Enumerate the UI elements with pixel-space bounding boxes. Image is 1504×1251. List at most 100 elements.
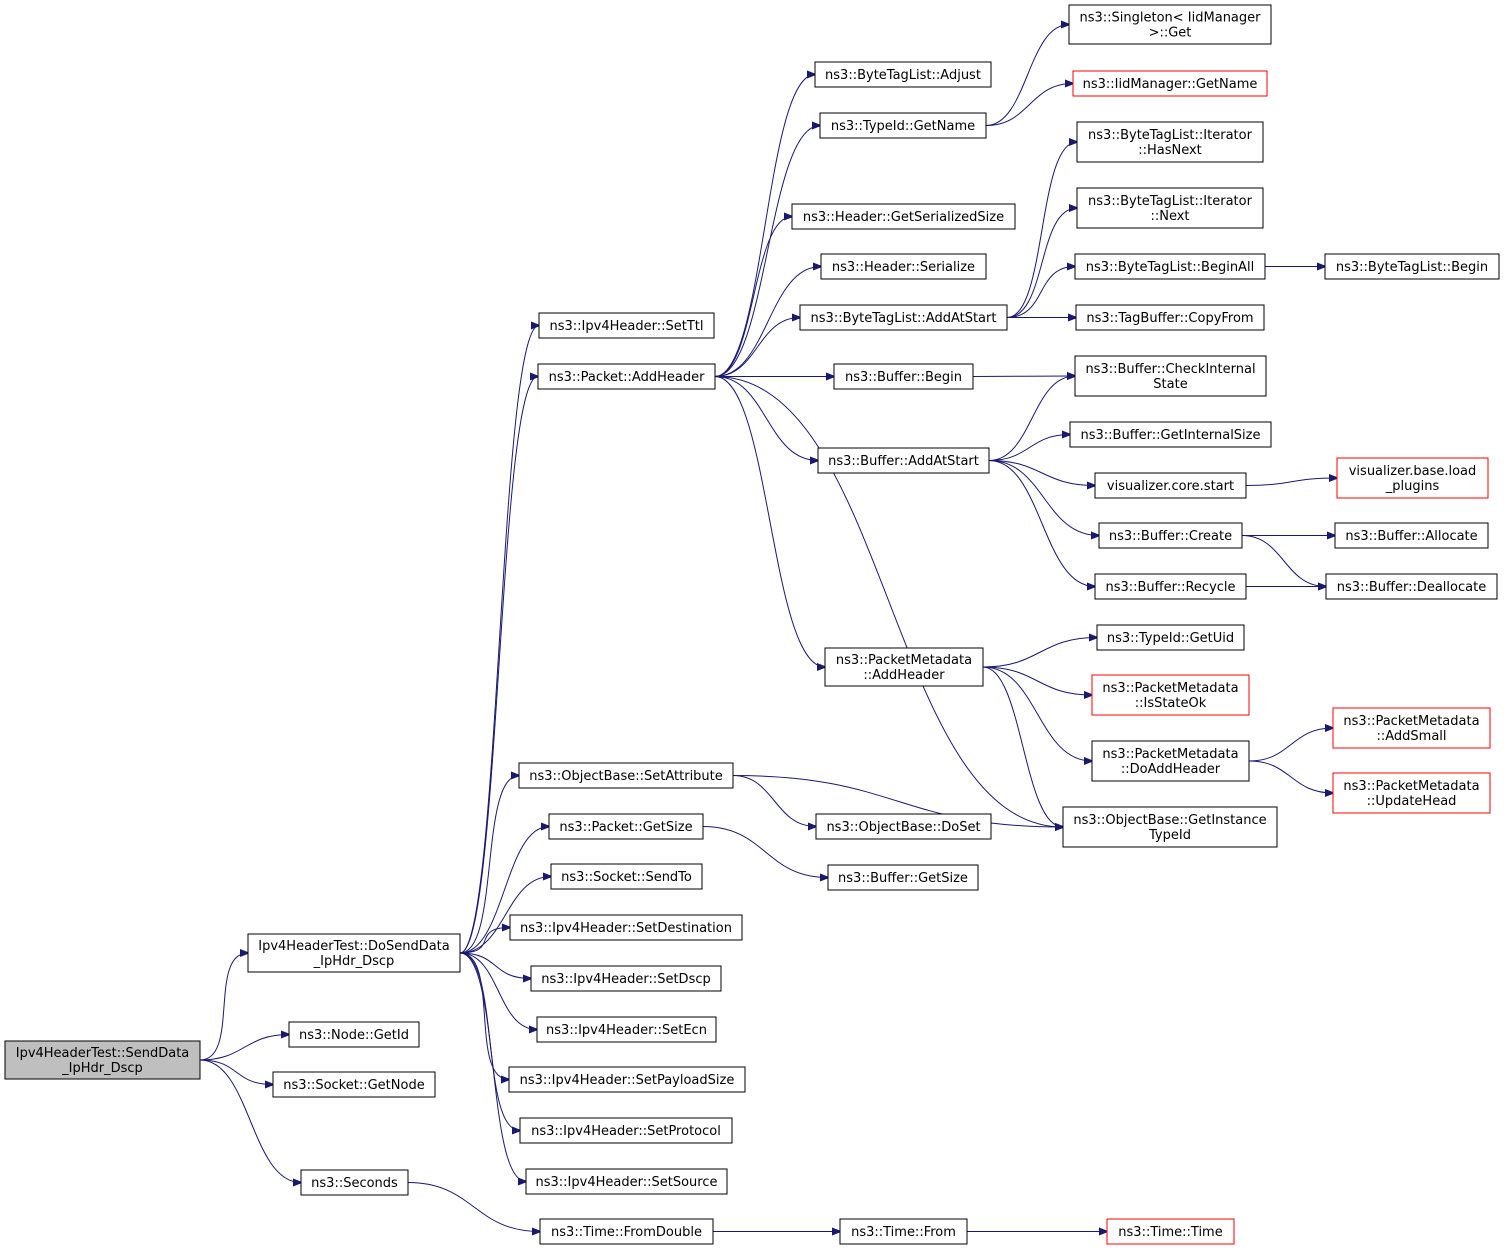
- node-setDscp[interactable]: ns3::Ipv4Header::SetDscp: [530, 965, 722, 992]
- node-btlAdjust[interactable]: ns3::ByteTagList::Adjust: [814, 61, 992, 88]
- edges-layer: [199, 25, 1337, 1232]
- node-box: [1076, 121, 1264, 163]
- edge-doSendData-to-setDestination: [459, 928, 510, 954]
- node-label: ::AddHeader: [863, 668, 945, 683]
- node-doSendData[interactable]: Ipv4HeaderTest::DoSendData_IpHdr_Dscp: [247, 933, 461, 973]
- edge-pmDoAddHeader-to-pmAddSmall: [1248, 728, 1333, 762]
- node-setEcn[interactable]: ns3::Ipv4Header::SetEcn: [536, 1016, 717, 1043]
- node-btlBeginAll[interactable]: ns3::ByteTagList::BeginAll: [1074, 253, 1266, 280]
- node-iterHasNext[interactable]: ns3::ByteTagList::Iterator::HasNext: [1076, 121, 1264, 163]
- node-bufferAddAtStart[interactable]: ns3::Buffer::AddAtStart: [817, 447, 990, 474]
- node-bufferRecycle[interactable]: ns3::Buffer::Recycle: [1094, 573, 1247, 600]
- node-root[interactable]: Ipv4HeaderTest::SendData_IpHdr_Dscp: [4, 1040, 201, 1080]
- node-setPayloadSize[interactable]: ns3::Ipv4Header::SetPayloadSize: [508, 1066, 746, 1093]
- edge-pmAddHeader-to-pmDoAddHeader: [982, 666, 1092, 761]
- node-timeFrom[interactable]: ns3::Time::From: [839, 1218, 968, 1245]
- node-bufferDeallocate[interactable]: ns3::Buffer::Deallocate: [1325, 573, 1498, 600]
- edge-seconds-to-timeFromDouble: [407, 1182, 540, 1232]
- node-headerSerialize[interactable]: ns3::Header::Serialize: [820, 253, 987, 280]
- node-singletonGet[interactable]: ns3::Singleton< IidManager>::Get: [1068, 4, 1272, 45]
- node-seconds[interactable]: ns3::Seconds: [300, 1169, 409, 1196]
- node-label: ns3::PacketMetadata: [1343, 714, 1479, 729]
- node-iterNext[interactable]: ns3::ByteTagList::Iterator::Next: [1076, 187, 1264, 229]
- node-setSource[interactable]: ns3::Ipv4Header::SetSource: [525, 1168, 728, 1195]
- edge-btlAddAtStart-to-iterNext: [1006, 208, 1077, 318]
- node-label: ns3::ByteTagList::Iterator: [1088, 194, 1253, 209]
- node-pmDoAddHeader[interactable]: ns3::PacketMetadata::DoAddHeader: [1091, 740, 1250, 782]
- node-nodeGetId[interactable]: ns3::Node::GetId: [288, 1021, 420, 1048]
- node-bufferAllocate[interactable]: ns3::Buffer::Allocate: [1334, 522, 1489, 549]
- node-box: [509, 914, 743, 941]
- node-label: ns3::ByteTagList::Begin: [1336, 260, 1488, 275]
- node-label: ns3::Node::GetId: [299, 1028, 409, 1043]
- node-pmAddHeader[interactable]: ns3::PacketMetadata::AddHeader: [824, 647, 984, 687]
- node-label: ns3::PacketMetadata: [836, 653, 972, 668]
- node-box: [548, 813, 704, 840]
- node-bufferGetInternalSize[interactable]: ns3::Buffer::GetInternalSize: [1069, 421, 1272, 448]
- node-label: ns3::Packet::GetSize: [559, 820, 692, 835]
- node-label: ns3::ByteTagList::BeginAll: [1086, 260, 1254, 275]
- node-box: [4, 1040, 201, 1080]
- node-socketSendTo[interactable]: ns3::Socket::SendTo: [550, 863, 703, 890]
- edge-doSendData-to-setDscp: [459, 952, 531, 979]
- node-btlBegin[interactable]: ns3::ByteTagList::Begin: [1324, 253, 1500, 280]
- node-box: [1074, 355, 1267, 397]
- node-typeIdGetUid[interactable]: ns3::TypeId::GetUid: [1096, 624, 1245, 651]
- node-box: [300, 1169, 409, 1196]
- edge-pmDoAddHeader-to-pmUpdateHead: [1248, 760, 1333, 793]
- node-pmAddSmall[interactable]: ns3::PacketMetadata::AddSmall: [1332, 707, 1491, 749]
- node-box: [1075, 304, 1265, 331]
- node-setDestination[interactable]: ns3::Ipv4Header::SetDestination: [509, 914, 743, 941]
- node-pmUpdateHead[interactable]: ns3::PacketMetadata::UpdateHead: [1332, 772, 1491, 814]
- node-tagBufferCopyFrom[interactable]: ns3::TagBuffer::CopyFrom: [1075, 304, 1265, 331]
- node-vizCoreStart[interactable]: visualizer.core.start: [1094, 472, 1247, 499]
- node-socketGetNode[interactable]: ns3::Socket::GetNode: [272, 1071, 436, 1098]
- node-label: ns3::Ipv4Header::SetSource: [536, 1175, 718, 1190]
- node-label: ns3::Ipv4Header::SetProtocol: [531, 1124, 721, 1139]
- node-label: State: [1153, 377, 1187, 392]
- node-box: [525, 1168, 728, 1195]
- node-objDoSet[interactable]: ns3::ObjectBase::DoSet: [815, 813, 992, 840]
- node-label: ns3::Header::GetSerializedSize: [803, 210, 1004, 225]
- node-box: [824, 647, 984, 687]
- node-label: ns3::ByteTagList::Iterator: [1088, 128, 1253, 143]
- node-iidGetName[interactable]: ns3::IidManager::GetName: [1072, 70, 1268, 97]
- edge-bufferCreate-to-bufferDeallocate: [1241, 535, 1326, 587]
- edge-packetAddHeader-to-bufferAddAtStart: [714, 376, 818, 461]
- node-label: ::AddSmall: [1376, 729, 1446, 744]
- node-typeIdGetName[interactable]: ns3::TypeId::GetName: [819, 112, 987, 139]
- node-label: ns3::Buffer::Recycle: [1105, 580, 1235, 595]
- node-setProtocol[interactable]: ns3::Ipv4Header::SetProtocol: [519, 1117, 733, 1144]
- node-box: [1324, 253, 1500, 280]
- node-timeFromDouble[interactable]: ns3::Time::FromDouble: [539, 1218, 714, 1245]
- node-vizLoadPlugins[interactable]: visualizer.base.load_plugins: [1336, 457, 1489, 499]
- node-btlAddAtStart[interactable]: ns3::ByteTagList::AddAtStart: [799, 304, 1008, 331]
- node-label: ns3::Time::Time: [1118, 1225, 1222, 1240]
- node-box: [539, 1218, 714, 1245]
- edge-doSendData-to-setEcn: [459, 952, 537, 1030]
- edge-packetAddHeader-to-pmAddHeader: [714, 376, 825, 668]
- node-setTtl[interactable]: ns3::Ipv4Header::SetTtl: [538, 312, 715, 339]
- node-label: ns3::Time::From: [851, 1225, 956, 1240]
- node-bufferCreate[interactable]: ns3::Buffer::Create: [1098, 522, 1243, 549]
- node-label: ns3::ObjectBase::GetInstance: [1073, 813, 1266, 828]
- nodes-layer: Ipv4HeaderTest::SendData_IpHdr_Dscp Ipv4H…: [4, 4, 1500, 1245]
- node-headerGetSerializedSize[interactable]: ns3::Header::GetSerializedSize: [791, 203, 1016, 230]
- edge-pmAddHeader-to-typeIdGetUid: [982, 638, 1097, 668]
- node-setAttribute[interactable]: ns3::ObjectBase::SetAttribute: [518, 762, 734, 789]
- node-timeTime[interactable]: ns3::Time::Time: [1106, 1218, 1235, 1245]
- node-packetAddHeader[interactable]: ns3::Packet::AddHeader: [537, 363, 716, 390]
- edge-pmAddHeader-to-pmIsStateOk: [982, 666, 1092, 695]
- node-box: [799, 304, 1008, 331]
- node-packetGetSize[interactable]: ns3::Packet::GetSize: [548, 813, 704, 840]
- node-bufferGetSize[interactable]: ns3::Buffer::GetSize: [827, 864, 979, 891]
- node-box: [1076, 187, 1264, 229]
- node-bufferBegin[interactable]: ns3::Buffer::Begin: [833, 363, 974, 390]
- node-box: [247, 933, 461, 973]
- node-pmIsStateOk[interactable]: ns3::PacketMetadata::IsStateOk: [1091, 674, 1250, 716]
- edge-bufferBegin-to-bufferCheckInternalState: [972, 376, 1075, 377]
- node-box: [827, 864, 979, 891]
